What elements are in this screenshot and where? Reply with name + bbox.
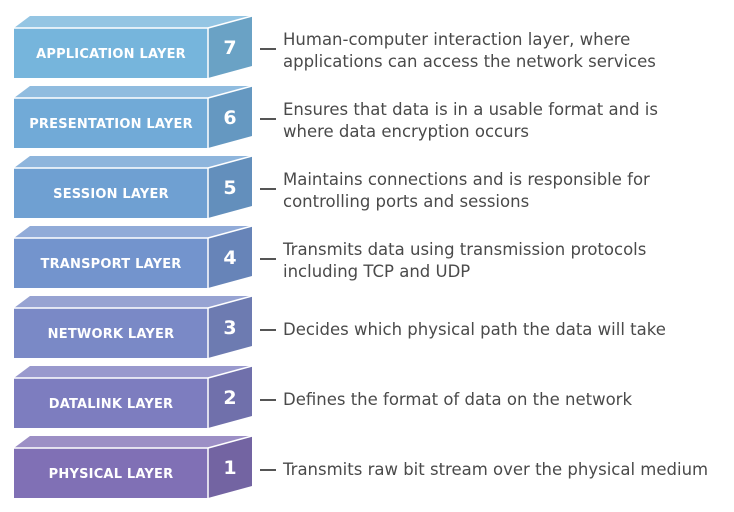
layer-number: 6 xyxy=(223,107,236,129)
layer-5: SESSION LAYER 5 Maintains connections and … xyxy=(14,155,650,218)
layer-description-line: Defines the format of data on the networ… xyxy=(283,390,632,409)
layer-description-line: applications can access the network serv… xyxy=(283,52,656,71)
block-front-face xyxy=(14,168,208,218)
layer-number: 7 xyxy=(223,37,236,59)
layer-stack: APPLICATION LAYER 7 Human-computer interac… xyxy=(14,15,708,498)
block-front-face xyxy=(14,28,208,78)
block-top-face xyxy=(14,436,252,448)
block-side-shade xyxy=(208,16,252,78)
block-edge xyxy=(207,15,253,29)
layer-name: APPLICATION LAYER xyxy=(36,47,186,62)
layer-name: DATALINK LAYER xyxy=(49,397,174,412)
block-front-face xyxy=(14,448,208,498)
block-side-shade xyxy=(208,86,252,148)
block-edge xyxy=(207,435,253,449)
layer-name: PRESENTATION LAYER xyxy=(29,117,193,132)
block-side-face xyxy=(208,156,252,218)
block-top-face xyxy=(14,16,252,28)
layer-description-line: where data encryption occurs xyxy=(283,122,529,141)
layer-name: PHYSICAL LAYER xyxy=(49,467,174,482)
layer-description-line: controlling ports and sessions xyxy=(283,192,529,211)
layer-name: SESSION LAYER xyxy=(53,187,169,202)
block-top-highlight xyxy=(14,296,252,308)
layer-number: 1 xyxy=(223,457,236,479)
layer-description-line: Transmits data using transmission protoc… xyxy=(282,240,646,259)
block-top-highlight xyxy=(14,156,252,168)
block-side-shade xyxy=(208,156,252,218)
block-side-shade xyxy=(208,296,252,358)
layer-1: PHYSICAL LAYER 1 Transmits raw bit stream … xyxy=(14,435,708,498)
block-side-face xyxy=(208,86,252,148)
block-top-face xyxy=(14,156,252,168)
block-side-face xyxy=(208,296,252,358)
block-top-face xyxy=(14,86,252,98)
layer-3: NETWORK LAYER 3 Decides which physical pat… xyxy=(14,295,666,358)
layer-4: TRANSPORT LAYER 4 Transmits data using tra… xyxy=(14,225,646,288)
block-front-face xyxy=(14,308,208,358)
layer-number: 5 xyxy=(223,177,236,199)
block-top-highlight xyxy=(14,366,252,378)
block-side-face xyxy=(208,226,252,288)
layer-description-line: Transmits raw bit stream over the physic… xyxy=(282,460,708,479)
block-side-face xyxy=(208,366,252,428)
block-top-highlight xyxy=(14,436,252,448)
layer-name: NETWORK LAYER xyxy=(48,327,175,342)
layer-6: PRESENTATION LAYER 6 Ensures that data is … xyxy=(14,85,658,148)
layer-number: 4 xyxy=(223,247,236,269)
block-top-highlight xyxy=(14,226,252,238)
layer-number: 2 xyxy=(223,387,236,409)
block-top-highlight xyxy=(14,86,252,98)
block-front-face xyxy=(14,378,208,428)
block-front-face xyxy=(14,98,208,148)
block-top-highlight xyxy=(14,16,252,28)
layer-2: DATALINK LAYER 2 Defines the format of dat… xyxy=(14,365,632,428)
block-side-face xyxy=(208,436,252,498)
layer-description-line: Ensures that data is in a usable format … xyxy=(283,100,658,119)
block-side-shade xyxy=(208,436,252,498)
layer-description-line: Maintains connections and is responsible… xyxy=(283,170,650,189)
block-top-face xyxy=(14,296,252,308)
block-top-face xyxy=(14,366,252,378)
block-side-shade xyxy=(208,226,252,288)
block-front-face xyxy=(14,238,208,288)
block-edge xyxy=(207,365,253,379)
block-side-face xyxy=(208,16,252,78)
layer-name: TRANSPORT LAYER xyxy=(41,257,182,272)
block-top-face xyxy=(14,226,252,238)
layer-number: 3 xyxy=(223,317,236,339)
block-edge xyxy=(207,155,253,169)
block-edge xyxy=(207,85,253,99)
layer-description-line: Decides which physical path the data wil… xyxy=(283,320,666,339)
layer-description-line: Human-computer interaction layer, where xyxy=(283,30,630,49)
layer-description-line: including TCP and UDP xyxy=(283,262,470,281)
block-edge xyxy=(207,225,253,239)
block-side-shade xyxy=(208,366,252,428)
layer-7: APPLICATION LAYER 7 Human-computer interac… xyxy=(14,15,656,78)
block-edge xyxy=(207,295,253,309)
